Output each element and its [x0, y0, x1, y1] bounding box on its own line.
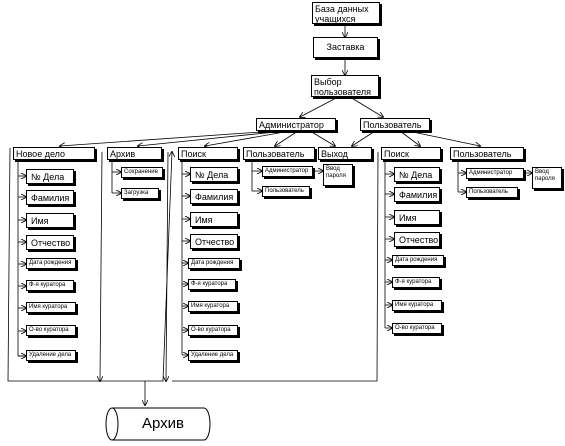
node-label: Ф-я куратора — [395, 279, 432, 285]
node-label: О-во куратора — [191, 327, 231, 333]
search-user-field-first-name: Имя — [394, 210, 440, 225]
users-administrator: Администратор — [262, 166, 313, 177]
search-field-curator-name: Имя куратора — [188, 301, 238, 312]
node-label: О-во куратора — [395, 325, 435, 331]
node-label: Загрузка — [124, 190, 149, 196]
node-label: Поиск — [181, 149, 206, 159]
search-field-curator-surname: Ф-я куратора — [188, 279, 236, 290]
new-case-field-curator-name: Имя куратора — [26, 302, 76, 313]
archive-load: Загрузка — [121, 188, 159, 199]
search-user-field-surname: Фамилия — [394, 187, 440, 202]
users-enter-password: Ввод пароля — [323, 164, 353, 186]
search-user-field-birth-date: Дата рождения — [392, 255, 444, 266]
node-label: Пользователь — [469, 189, 508, 195]
node-label: Имя — [195, 215, 213, 225]
users-box: Пользователь — [243, 147, 315, 160]
new-case-field-curator-surname: Ф-я куратора — [26, 280, 74, 291]
node-label: Отчество — [195, 237, 235, 247]
user-box: Пользователь — [360, 118, 430, 131]
node-label: № Дела — [195, 170, 229, 180]
node-label: Ввод пароля — [535, 169, 555, 182]
node-label: Дата рождения — [395, 257, 438, 263]
new-case-delete-case: Удаление дела — [26, 350, 76, 361]
node-label: Отчество — [399, 235, 439, 245]
node-label: Пользователь — [246, 149, 305, 159]
archive-storage-cylinder: Архив — [104, 407, 212, 441]
search-field-patronymic: Отчество — [190, 234, 238, 249]
node-label: № Дела — [399, 170, 433, 180]
search-field-curator-patronymic: О-во куратора — [188, 325, 238, 336]
search-field-case-number: № Дела — [190, 167, 238, 182]
search-field-birth-date: Дата рождения — [188, 258, 240, 269]
new-case-box: Новое дело — [13, 147, 95, 160]
node-label: Имя куратора — [191, 303, 230, 309]
new-case-field-birth-date: Дата рождения — [26, 258, 76, 269]
node-label: Администратор — [265, 168, 309, 174]
new-case-field-surname: Фамилия — [26, 190, 74, 205]
node-label: Заставка — [326, 42, 365, 52]
search-user-field-curator-surname: Ф-я куратора — [392, 277, 440, 288]
search-delete-case: Удаление дела — [188, 350, 238, 361]
node-label: Удаление дела — [191, 352, 234, 358]
node-label: Фамилия — [399, 190, 438, 200]
search-box: Поиск — [178, 147, 238, 160]
node-label: Новое дело — [16, 149, 66, 159]
node-label: База данных учащихся — [315, 4, 369, 24]
search-user-field-curator-name: Имя куратора — [392, 300, 442, 311]
node-label: Ф-я куратора — [29, 282, 66, 288]
node-label: Отчество — [31, 238, 71, 248]
node-label: Выход — [321, 149, 348, 159]
users-user-enter-password: Ввод пароля — [532, 167, 562, 189]
cylinder-shape — [105, 407, 211, 441]
node-label: № Дела — [31, 172, 65, 182]
node-label: Дата рождения — [191, 260, 234, 266]
node-label: Сохранение — [124, 169, 158, 175]
node-label: Поиск — [384, 149, 409, 159]
new-case-field-curator-patronymic: О-во куратора — [26, 325, 76, 336]
splash-box: Заставка — [313, 37, 378, 58]
search-user-field-patronymic: Отчество — [394, 232, 440, 247]
node-label: Имя — [399, 213, 417, 223]
archive-save: Сохранение — [121, 167, 163, 178]
users-user-box: Пользователь — [450, 147, 524, 160]
node-label: Имя — [31, 216, 49, 226]
archive-storage-label: Архив — [141, 415, 185, 432]
node-label: Ф-я куратора — [191, 281, 228, 287]
node-label: Выбор пользователя — [314, 77, 371, 97]
node-label: Фамилия — [195, 192, 234, 202]
node-label: Ввод пароля — [326, 166, 346, 179]
new-case-field-case-number: № Дела — [26, 169, 74, 184]
node-label: Пользователь — [453, 149, 512, 159]
node-label: Архив — [110, 149, 136, 159]
users-user-user: Пользователь — [466, 187, 518, 198]
search-user-field-case-number: № Дела — [394, 167, 440, 182]
search-field-surname: Фамилия — [190, 189, 238, 204]
node-label: Администратор — [469, 170, 513, 176]
users-user: Пользователь — [262, 186, 310, 197]
search-user-box: Поиск — [381, 147, 441, 160]
node-label: Пользователь — [265, 188, 304, 194]
node-label: Удаление дела — [29, 352, 72, 358]
select-user-box: Выбор пользователя — [311, 75, 379, 97]
node-label: Пользователь — [363, 120, 422, 130]
administrator-box: Администратор — [256, 118, 336, 131]
node-label: Администратор — [259, 120, 324, 130]
users-user-administrator: Администратор — [466, 168, 524, 179]
database-title-box: База данных учащихся — [312, 2, 380, 24]
new-case-field-first-name: Имя — [26, 213, 74, 228]
node-label: Имя куратора — [395, 302, 434, 308]
node-label: О-во куратора — [29, 327, 69, 333]
exit-box: Выход — [318, 147, 372, 160]
node-label: Фамилия — [31, 193, 70, 203]
search-field-first-name: Имя — [190, 212, 238, 227]
node-label: Имя куратора — [29, 304, 68, 310]
node-label: Дата рождения — [29, 260, 72, 266]
new-case-field-patronymic: Отчество — [26, 235, 74, 250]
archive-box: Архив — [107, 147, 162, 160]
search-user-field-curator-patronymic: О-во куратора — [392, 323, 442, 334]
